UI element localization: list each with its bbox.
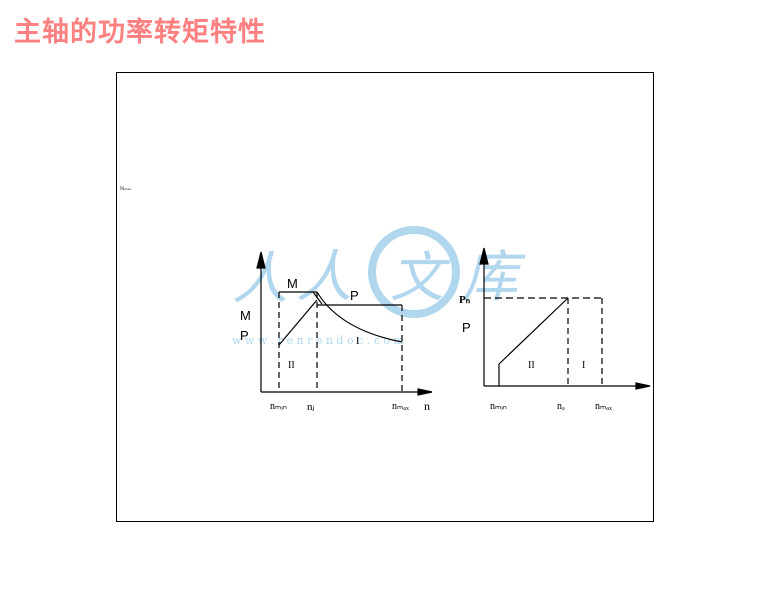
right-x-label-nd: nₔ (557, 401, 565, 412)
watermark: 人 人 文 库 w w w . r e n r e n d o c . c o … (232, 226, 526, 347)
right-y-label-Pn: Pₙ (459, 294, 471, 306)
left-x-label-nmin: nₘᵢₙ (270, 401, 287, 412)
torque-decreasing-curve (316, 291, 403, 343)
watermark-char-2: 人 (296, 245, 352, 310)
left-diagram (256, 251, 433, 396)
power-rising-line (278, 299, 318, 346)
page-title: 主轴的功率转矩特性 (14, 17, 266, 48)
watermark-char-4: 库 (462, 245, 526, 310)
right-x-label-nmax: nₘₐₓ (595, 401, 612, 412)
left-x-label-nmax: nₘₐₓ (392, 401, 409, 412)
right-power-rising-line (498, 297, 569, 365)
right-diagram (479, 247, 651, 390)
right-x-label-nmin: nₘᵢₙ (490, 401, 507, 412)
right-y-label-P: P (462, 320, 471, 335)
left-y-label-P: P (240, 328, 249, 343)
left-x-label-nj: nⱼ (307, 401, 315, 413)
left-x-axis-label: n (424, 399, 430, 413)
left-curve-label-M: M (287, 276, 298, 291)
left-x-arrow (417, 388, 433, 396)
watermark-circle (368, 226, 460, 318)
right-x-arrow (635, 382, 651, 390)
watermark-url: w w w . r e n r e n d o c . c o m (232, 334, 404, 347)
watermark-char-3: 文 (390, 246, 451, 309)
right-region-II: II (528, 360, 535, 371)
left-y-arrow (256, 251, 266, 269)
small-note: Nₘₐₓ (120, 186, 132, 192)
right-y-arrow (479, 247, 489, 265)
left-region-I: I (356, 336, 359, 347)
right-region-I: I (582, 360, 585, 371)
diagram-frame (116, 72, 654, 522)
left-y-label-M: M (240, 308, 251, 323)
left-curve-label-P: P (350, 288, 359, 303)
left-region-II: II (288, 360, 295, 371)
